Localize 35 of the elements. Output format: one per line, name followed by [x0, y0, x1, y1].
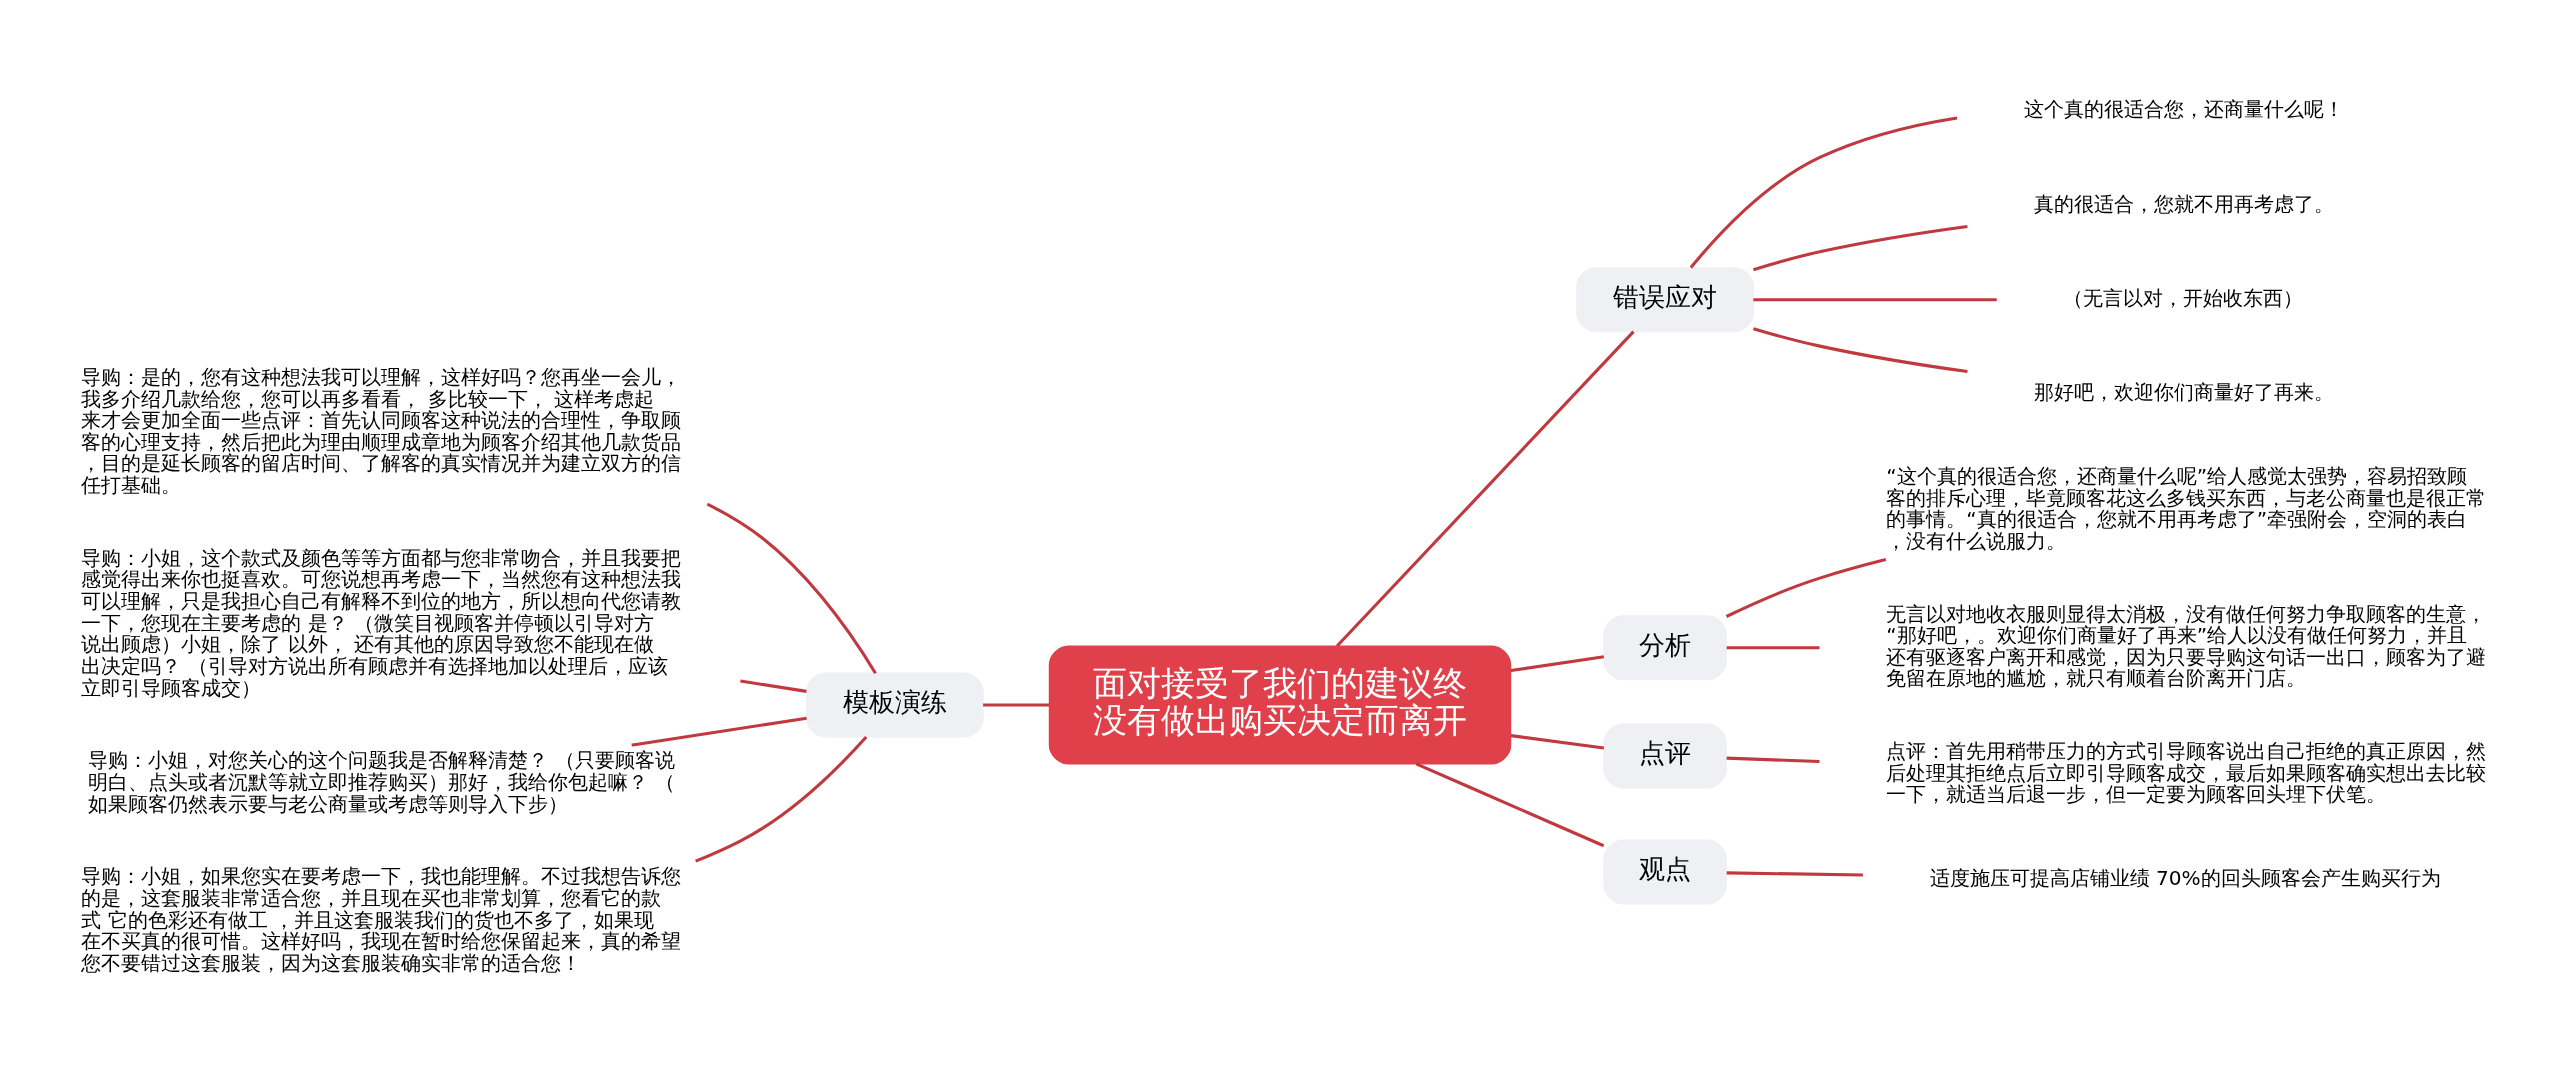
connector: [983, 703, 1050, 707]
node-text: “这个真的很适合您，还商量什么呢”给人感觉太强势，容易招致顾客的排斥心理，毕竟顾客花这么多钱买东西，与老公商量也是很正常的事情。“真的很适合，您就不用再考虑了”牵强附会，空洞的表白，没有什么说服力。: [1886, 463, 2487, 553]
connector: [1753, 298, 1997, 302]
node-text: 导购：小姐，对您关心的这个问题我是否解释清楚？ （只要顾客说明白、点头或者沉默等就立即推荐购买）那好，我给你包起嘛？ （如果顾客仍然表示要与老公商量或考虑等则导入下步）: [88, 748, 675, 816]
connector: [631, 716, 807, 747]
connector: [1335, 330, 1635, 648]
connector: [1725, 558, 1887, 618]
node-text: 那好吧，欢迎你们商量好了再来。: [2034, 380, 2335, 405]
connector: [1415, 762, 1605, 848]
node-box: 面对接受了我们的建议终没有做出购买决定而离开: [1048, 645, 1512, 765]
node-text: 导购：小姐，这个款式及颜色等等方面都与您非常吻合，并且我要把感觉得出来你也挺喜欢。可您说想再考虑一下，当然您有这种想法我可以理解，只是我担心自己有解释不到位的地方，所以想向代您请教一下，您现在主要考虑的 是？ （微笑目视顾客并停顿以引导对方说出顾虑）小姐，除了 以外， 还有其他的原因导致您不能现在做出决定吗？ （引导对方说出所有顾虑并有选择地加以处理后，应该立即引导顾客成交）: [81, 545, 682, 700]
node-box: 分析: [1603, 615, 1727, 681]
node-box: 点评: [1603, 723, 1727, 789]
connector: [1510, 734, 1605, 750]
connector: [1726, 756, 1820, 764]
connector: [1689, 116, 1958, 269]
connector: [695, 736, 868, 863]
connector: [1752, 224, 1968, 272]
node-text: 无言以对地收衣服则显得太消极，没有做任何努力争取顾客的生意，“那好吧，。欢迎你们商量好了再来”给人以没有做任何努力，并且还有驱逐客户离开和感觉，因为只要导购这句话一出口，顾客为了避免留在原地的尴尬，就只有顺着台阶离开门店。: [1886, 601, 2487, 691]
node-text: 点评：首先用稍带压力的方式引导顾客说出自己拒绝的真正原因，然后处理其拒绝点后立即引导顾客成交，最后如果顾客确实想出去比较一下，就适当后退一步，但一定要为顾客回头埋下伏笔。: [1886, 739, 2487, 807]
node-text: （无言以对，开始收东西）: [2063, 285, 2304, 310]
node-text: 这个真的很适合您，还商量什么呢！: [2023, 97, 2344, 122]
node-text: 导购：小姐，如果您实在要考虑一下，我也能理解。不过我想告诉您的是，这套服装非常适合您，并且现在买也非常划算，您看它的款式 它的色彩还有做工 ，并且这套服装我们的货也不多了，如果现在不买真的很可惜。这样好吗，我现在暂时给您保留起来，真的希望您不要错过这套服装，因为这套服装确实非常的适合您！: [81, 864, 682, 976]
node-text: 真的很适合，您就不用再考虑了。: [2034, 191, 2335, 216]
node-box: 模板演练: [805, 672, 984, 738]
node-text: 导购：是的，您有这种想法我可以理解，这样好吗？您再坐一会儿，我多介绍几款给您，您可以再多看看， 多比较一下， 这样考虑起来才会更加全面一些点评：首先认同顾客这种说法的合理性，争取顾客的心理支持，然后把此为理由顺理成章地为顾客介绍其他几款货品，目的是延长顾客的留店时间、了解客的真实情况并为建立双方的信任打基础。: [81, 364, 682, 498]
connector: [1726, 871, 1863, 877]
node-text: 适度施压可提高店铺业绩 70%的回头顾客会产生购买行为: [1929, 865, 2441, 890]
connector: [740, 679, 807, 693]
node-box: 观点: [1603, 839, 1727, 905]
connector: [1510, 655, 1605, 673]
node-box: 错误应对: [1576, 267, 1755, 333]
connector: [706, 502, 877, 675]
connector: [1753, 327, 1968, 374]
connector: [1726, 646, 1820, 650]
